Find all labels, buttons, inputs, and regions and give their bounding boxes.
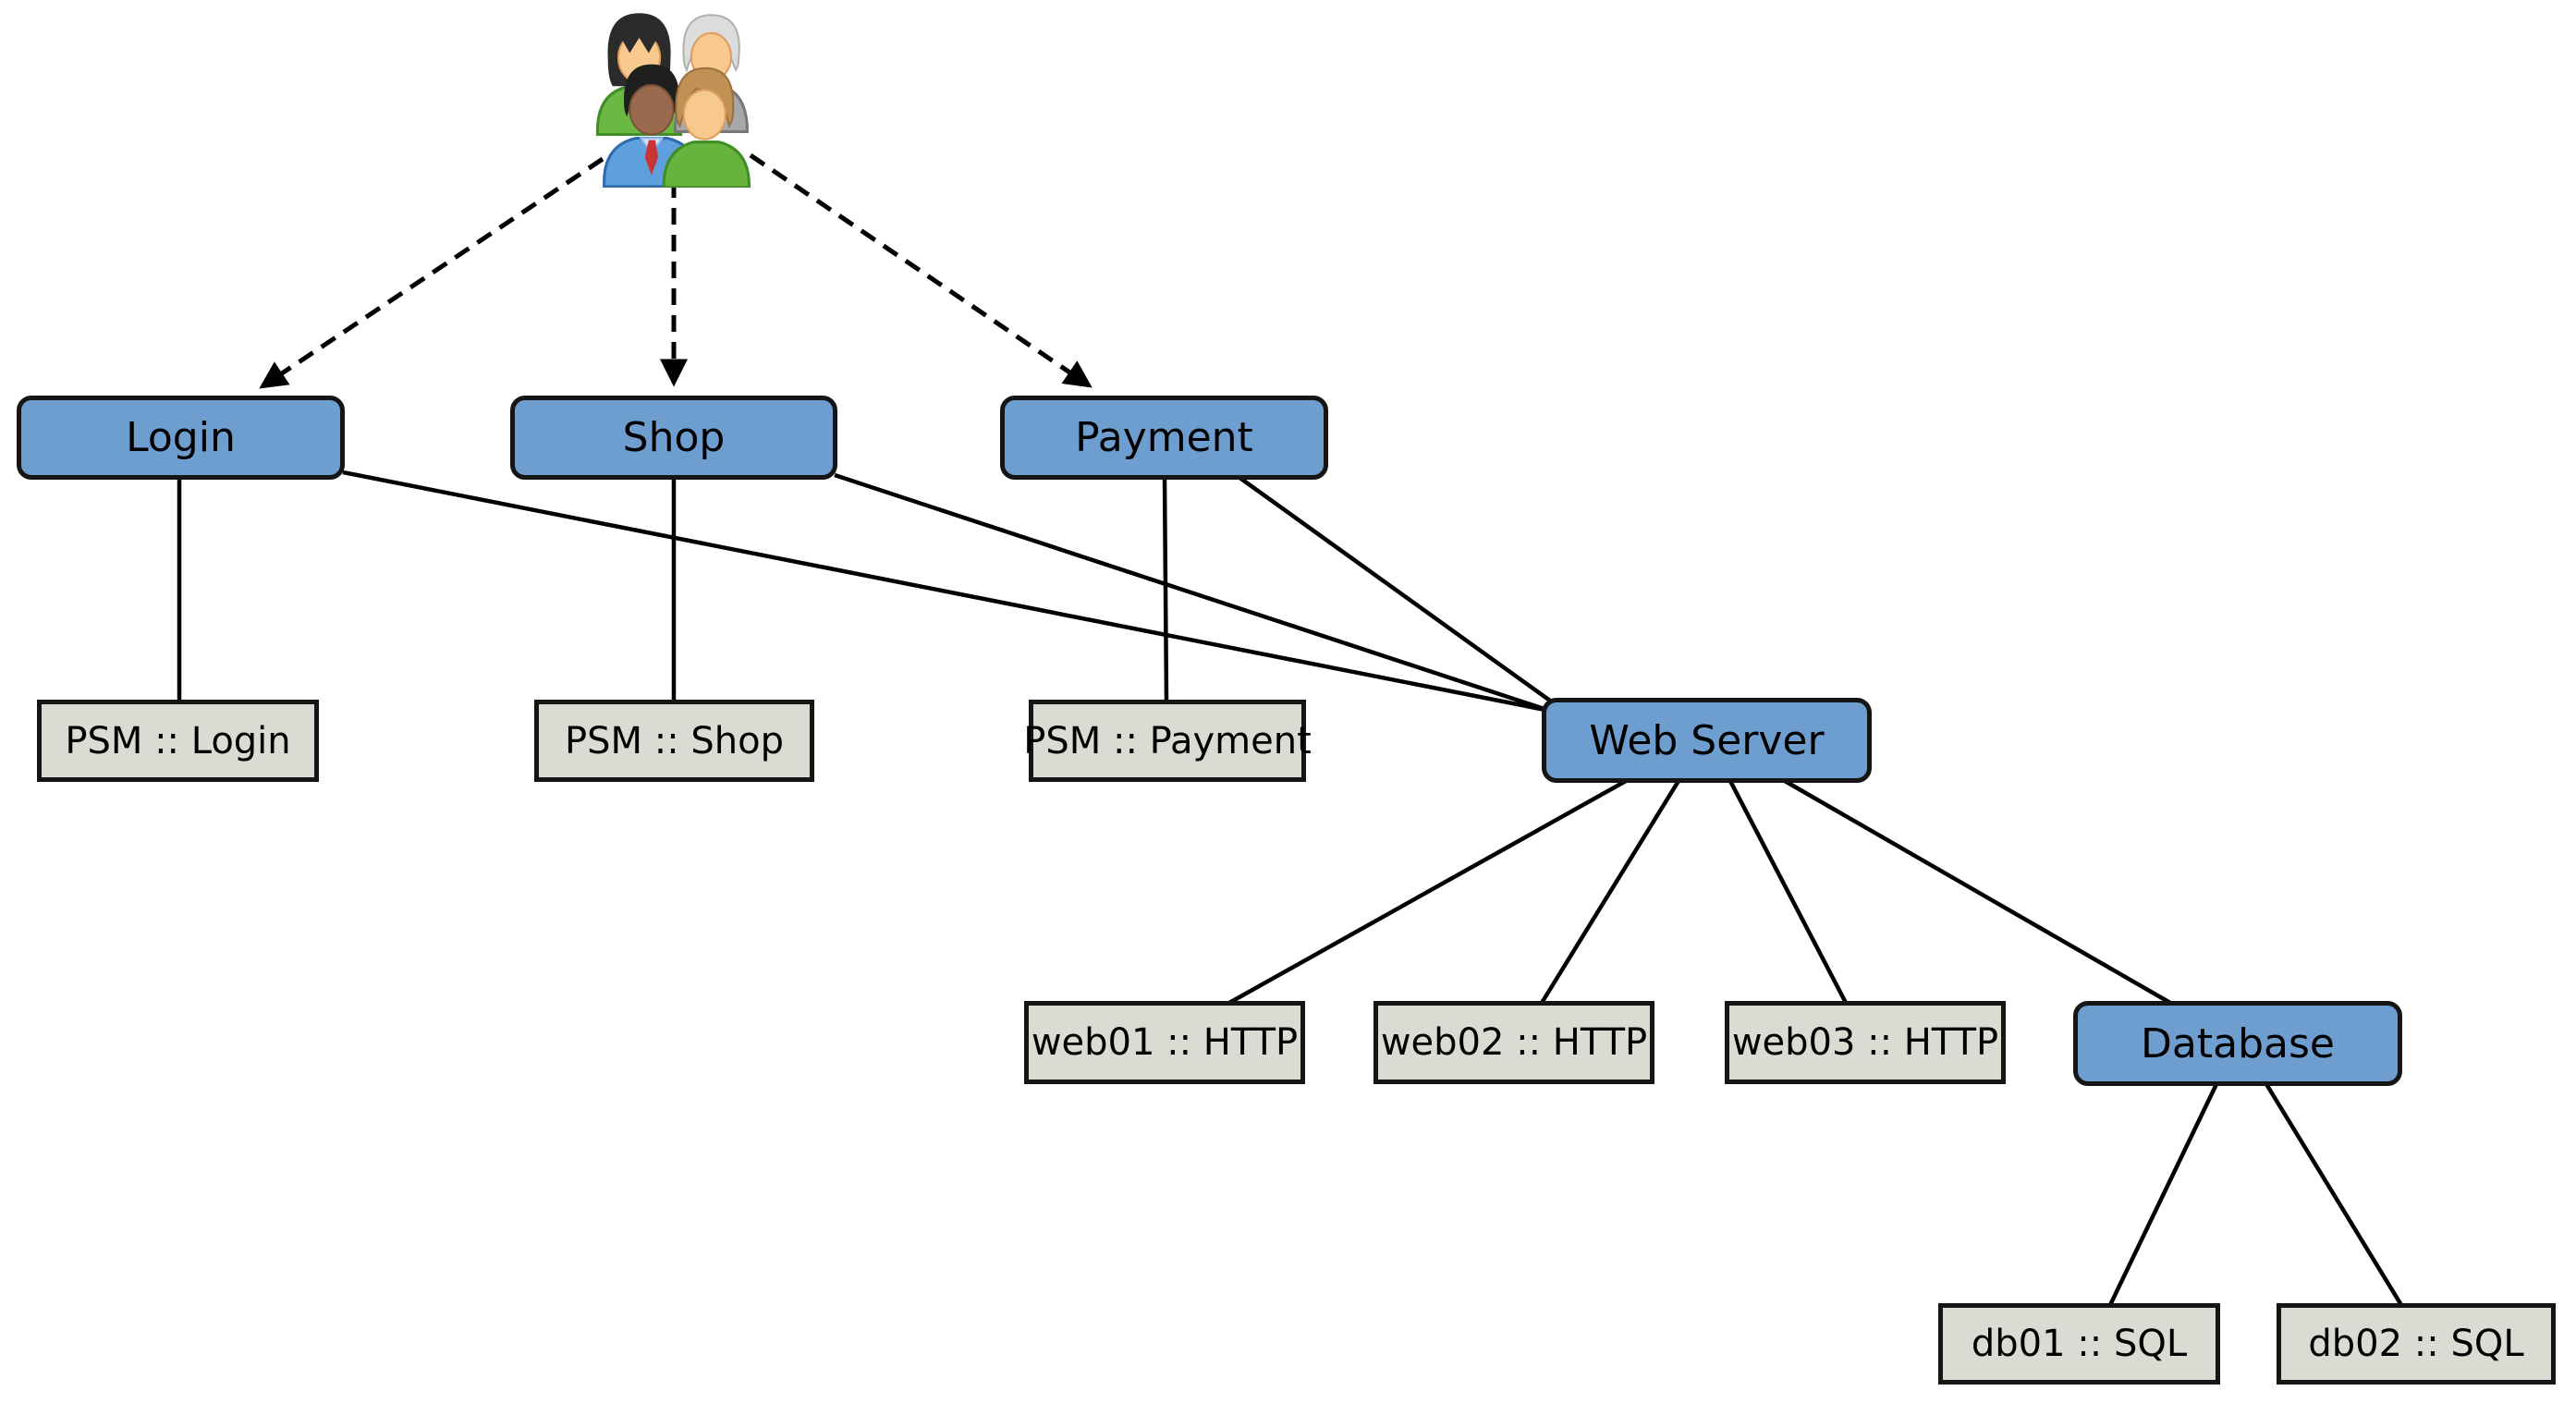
node-shop-label: Shop xyxy=(622,414,726,461)
node-web02-label: web02 :: HTTP xyxy=(1380,1021,1648,1064)
node-web01-label: web01 :: HTTP xyxy=(1031,1021,1299,1064)
edge-payment-psm-payment xyxy=(1162,477,1169,702)
edge-database-db01 xyxy=(2107,1083,2219,1306)
node-db01-label: db01 :: SQL xyxy=(1971,1323,2188,1365)
node-db02: db02 :: SQL xyxy=(2277,1303,2556,1385)
node-web02: web02 :: HTTP xyxy=(1373,1001,1654,1084)
node-psm-shop-label: PSM :: Shop xyxy=(564,719,784,762)
node-login: Login xyxy=(17,396,345,480)
edge-login-webserver xyxy=(342,470,1565,716)
node-web-server: Web Server xyxy=(1542,698,1872,783)
users-group-icon xyxy=(580,7,770,189)
node-web-server-label: Web Server xyxy=(1589,716,1825,764)
edge-shop-webserver xyxy=(834,472,1565,718)
edge-webserver-web02 xyxy=(1540,779,1680,1005)
node-web01: web01 :: HTTP xyxy=(1024,1001,1305,1084)
node-database-label: Database xyxy=(2141,1019,2335,1068)
node-db01: db01 :: SQL xyxy=(1938,1303,2220,1385)
edge-webserver-web03 xyxy=(1728,779,1848,1005)
node-payment: Payment xyxy=(1000,396,1328,480)
node-db02-label: db02 :: SQL xyxy=(2308,1323,2524,1365)
node-psm-payment-label: PSM :: Payment xyxy=(1023,719,1312,762)
edge-webserver-web01 xyxy=(1227,779,1628,1005)
node-web03-label: web03 :: HTTP xyxy=(1731,1021,1999,1064)
edge-database-db02 xyxy=(2265,1082,2403,1307)
edge-users-payment xyxy=(749,152,1093,388)
node-shop: Shop xyxy=(510,396,837,480)
node-database: Database xyxy=(2073,1001,2402,1086)
node-psm-login: PSM :: Login xyxy=(37,700,319,782)
edge-users-login xyxy=(259,156,604,389)
node-login-label: Login xyxy=(126,414,236,461)
node-psm-shop: PSM :: Shop xyxy=(534,700,814,782)
edge-webserver-database xyxy=(1783,779,2172,1005)
edge-payment-webserver xyxy=(1237,475,1575,719)
user-person-icon xyxy=(662,67,751,189)
node-web03: web03 :: HTTP xyxy=(1725,1001,2006,1084)
node-psm-payment: PSM :: Payment xyxy=(1023,700,1312,782)
node-psm-login-label: PSM :: Login xyxy=(65,719,291,762)
node-payment-label: Payment xyxy=(1075,414,1253,461)
